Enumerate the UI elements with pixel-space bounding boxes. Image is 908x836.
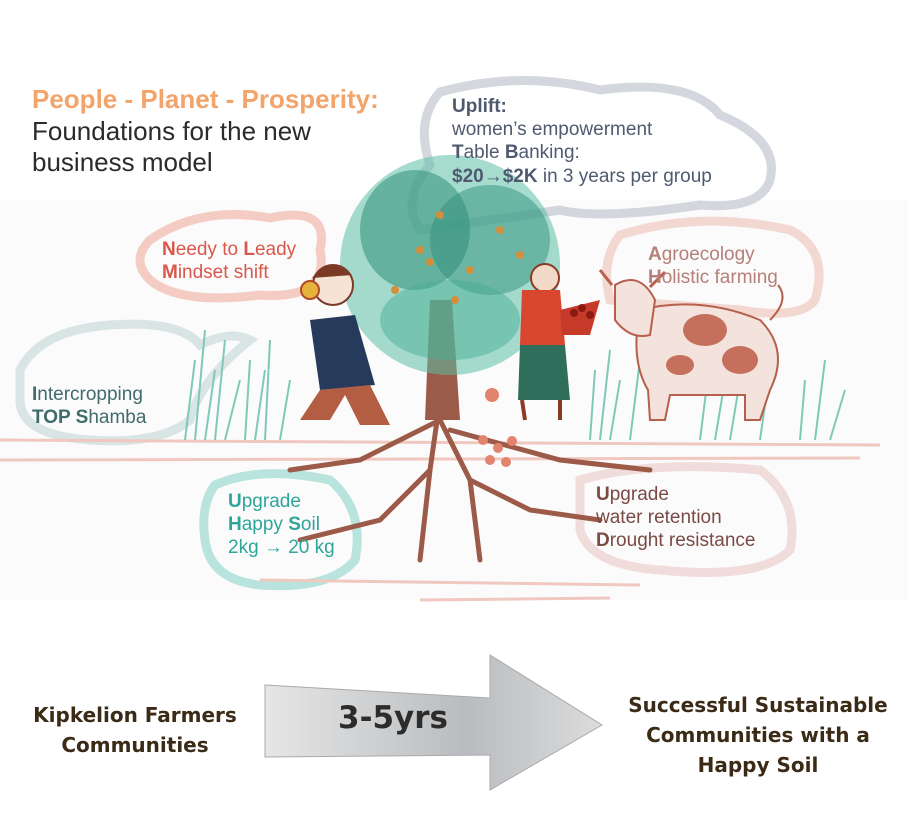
grass bbox=[184, 329, 846, 441]
farmer-man bbox=[300, 264, 390, 425]
tree-canopy bbox=[340, 155, 560, 375]
water-cloud bbox=[575, 462, 797, 577]
agro-line-1: Agroecology bbox=[648, 244, 755, 265]
agro-cloud bbox=[602, 216, 824, 318]
outcome-line-1: Successful Sustainable bbox=[628, 693, 888, 717]
inter-line-1: Intercropping bbox=[32, 384, 143, 405]
origin-label: Kipkelion Farmers Communities bbox=[10, 700, 260, 760]
uplift-line-2: Table Banking: bbox=[452, 142, 580, 164]
title-line-3: business model bbox=[32, 147, 213, 178]
uplift-line-3: $20→$2K in 3 years per group bbox=[452, 165, 712, 187]
origin-line-1: Kipkelion Farmers bbox=[33, 703, 237, 727]
page-title: People - Planet - Prosperity: Foundation… bbox=[32, 84, 379, 179]
chickens bbox=[478, 388, 517, 467]
arrow-duration-label: 3-5yrs bbox=[338, 700, 448, 736]
soil-line-1: Upgrade bbox=[228, 491, 301, 512]
needy-line-1: Needy to Leady bbox=[162, 239, 297, 260]
needy-callout: Needy to Leady Mindset shift bbox=[162, 238, 296, 284]
farmer-woman bbox=[518, 263, 600, 421]
water-line-2: water retention bbox=[596, 507, 722, 529]
happy-soil-callout: Upgrade Happy Soil 2kg → 20 kg bbox=[228, 490, 335, 560]
title-line-2: Foundations for the new bbox=[32, 115, 311, 146]
water-line-3: Drought resistance bbox=[596, 530, 756, 552]
coffee-cherries bbox=[391, 211, 524, 304]
cow bbox=[598, 269, 784, 421]
inter-line-2: TOP Shamba bbox=[32, 407, 147, 429]
timeline-arrow bbox=[264, 654, 603, 791]
outcome-line-3: Happy Soil bbox=[697, 753, 819, 777]
origin-line-2: Communities bbox=[61, 733, 209, 757]
ground-lines bbox=[0, 438, 881, 602]
intercropping-callout: Intercropping TOP Shamba bbox=[32, 383, 146, 429]
water-line-1: Upgrade bbox=[596, 484, 669, 505]
title-accent: People - Planet - Prosperity: bbox=[32, 84, 379, 114]
outcome-line-2: Communities with a bbox=[646, 723, 870, 747]
agroecology-callout: Agroecology Holistic farming bbox=[648, 243, 778, 289]
uplift-line-1: women’s empowerment bbox=[452, 119, 653, 141]
soil-line-3: 2kg → 20 kg bbox=[228, 537, 335, 559]
soil-cloud bbox=[199, 469, 362, 591]
needy-line-2: Mindset shift bbox=[162, 262, 269, 284]
outcome-label: Successful Sustainable Communities with … bbox=[618, 690, 898, 780]
soil-line-2: Happy Soil bbox=[228, 514, 320, 536]
agro-line-2: Holistic farming bbox=[648, 267, 778, 289]
water-retention-callout: Upgrade water retention Drought resistan… bbox=[596, 483, 755, 553]
uplift-callout: Uplift: women’s empowerment Table Bankin… bbox=[452, 95, 712, 188]
uplift-heading: Uplift: bbox=[452, 96, 507, 117]
